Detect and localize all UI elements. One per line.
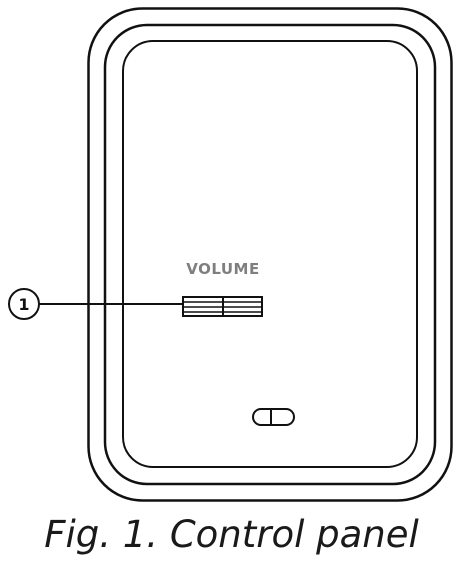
status-indicator-pill (252, 408, 295, 426)
device-outer-outline (87, 7, 453, 502)
volume-slider[interactable] (182, 296, 263, 317)
device-inner-panel (122, 40, 418, 468)
callout-number: 1 (18, 295, 29, 314)
volume-label: VOLUME (186, 260, 259, 278)
device-middle-outline (103, 23, 437, 486)
figure-caption: Fig. 1. Control panel (44, 513, 419, 556)
callout-1: 1 (8, 288, 183, 320)
control-panel-diagram: VOLUME 1 (8, 7, 453, 502)
